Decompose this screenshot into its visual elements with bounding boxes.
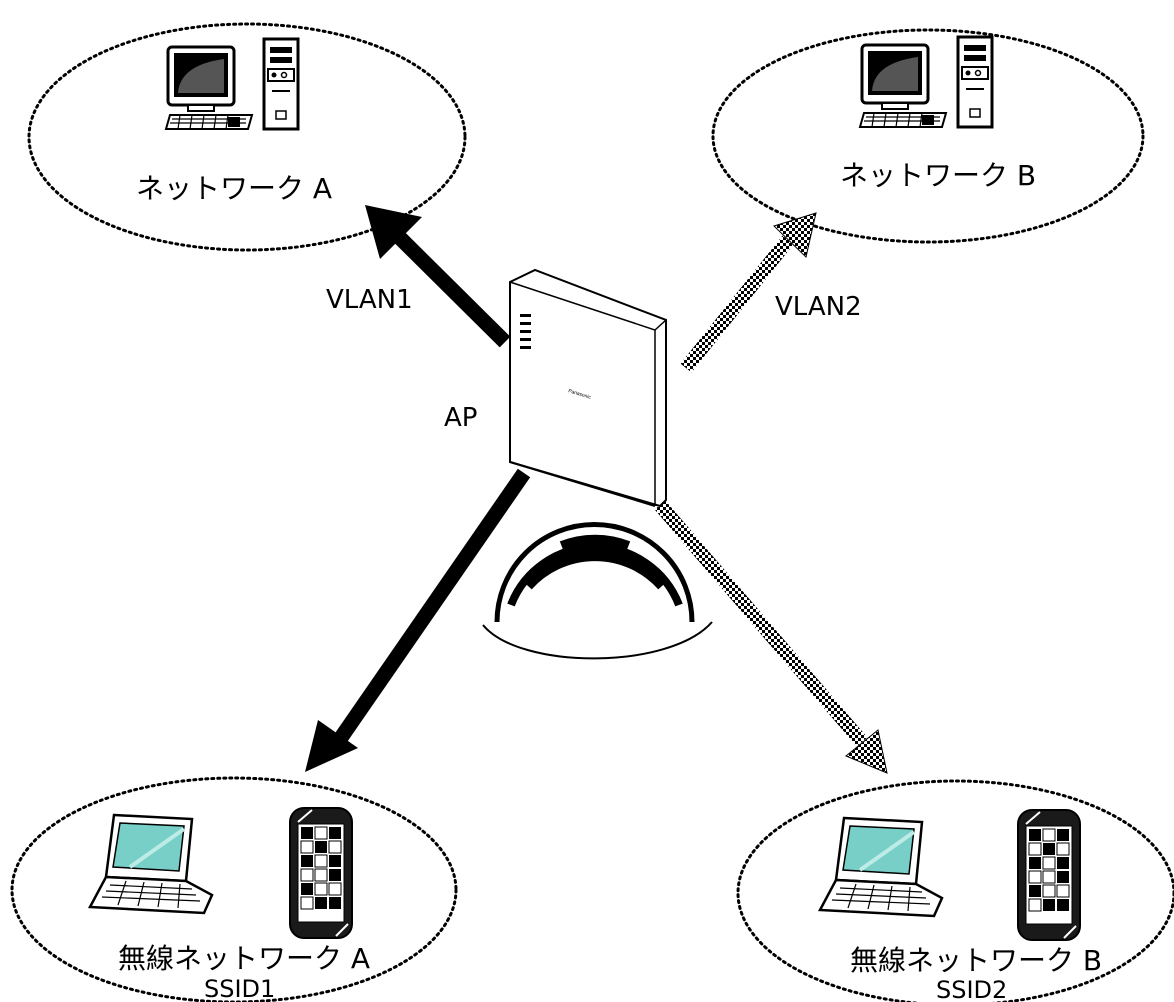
vlan2-label: VLAN2	[775, 292, 862, 322]
smartphone-icon-wireless-a	[289, 807, 353, 939]
status-leds	[520, 314, 531, 349]
wireless-network-a-zone	[10, 776, 458, 1002]
ap-label: AP	[444, 403, 477, 433]
ssid1-arrow	[305, 468, 531, 772]
vlan1-arrow	[365, 205, 511, 348]
ssid2-label: SSID2	[936, 976, 1007, 1002]
access-point-device: Panasonic	[509, 268, 667, 508]
network-a-label: ネットワーク A	[136, 172, 332, 205]
laptop-icon-wireless-a	[88, 813, 214, 915]
vlan1-label: VLAN1	[326, 285, 413, 315]
vlan2-arrow	[680, 212, 817, 373]
network-b-label: ネットワーク B	[840, 159, 1036, 192]
ssid1-label: SSID1	[204, 975, 275, 1002]
wireless-network-b-zone	[736, 779, 1174, 1002]
desktop-pc-icon-network-a	[164, 37, 300, 131]
laptop-icon-wireless-b	[818, 816, 944, 918]
network-a-zone	[27, 22, 467, 252]
ssid2-arrow	[654, 500, 888, 774]
wireless-network-b-label: 無線ネットワーク B	[850, 944, 1102, 977]
smartphone-icon-wireless-b	[1017, 809, 1081, 941]
desktop-pc-icon-network-b	[858, 35, 994, 129]
wireless-signal-icon	[482, 522, 713, 660]
wireless-network-a-label: 無線ネットワーク A	[118, 942, 370, 975]
network-b-zone	[711, 28, 1145, 244]
